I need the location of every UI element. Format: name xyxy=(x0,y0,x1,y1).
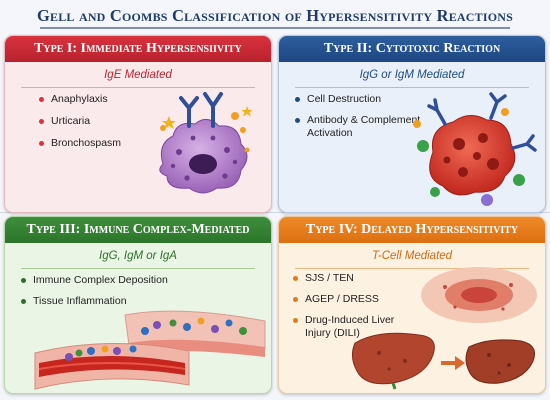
panel-type-1-heading: Type I: Immediate Hypersensiivity xyxy=(5,36,271,62)
list-item-label: Anaphylaxis xyxy=(51,93,108,105)
page-title: Gell and Coombs Classification of Hypers… xyxy=(36,6,514,25)
row-divider xyxy=(0,212,550,213)
list-item-label: Immune Complex Deposition xyxy=(33,274,168,286)
bullet-dot-icon xyxy=(295,97,300,102)
list-item: Bronchospasm xyxy=(39,137,121,150)
list-item-label: Cell Destruction xyxy=(307,93,382,105)
panel-type-1: Type I: Immediate Hypersensiivity IgE Me… xyxy=(4,35,272,213)
panel-type-1-subtitle: IgE Mediated xyxy=(104,69,172,81)
panel-type-2-heading: Type II: Cytotoxic Reaction xyxy=(279,36,545,62)
list-item-label: Urticaria xyxy=(51,115,91,127)
panel-type-4-heading: Type IV: Delayed Hypersensitivity xyxy=(279,217,545,243)
panel-type-1-subtitle-rule xyxy=(21,87,255,88)
panel-type-2-bullets: Cell Destruction Antibody & Complement A… xyxy=(295,93,435,148)
skin-rash-illustration-icon xyxy=(421,267,537,323)
title-underline xyxy=(40,27,510,29)
immune-complex-vessel-illustration-icon xyxy=(34,310,266,390)
list-item-label: AGEP / DRESS xyxy=(305,293,379,305)
list-item: Immune Complex Deposition xyxy=(21,274,168,287)
panel-type-1-bullets: Anaphylaxis Urticaria Bronchospasm xyxy=(39,93,121,159)
panel-type-2-subtitle-rule xyxy=(295,87,529,88)
panel-type-4-subtitle: T-Cell Mediated xyxy=(371,250,453,262)
list-item: Cell Destruction xyxy=(295,93,435,106)
list-item: Drug-Induced Liver Injury (DILI) xyxy=(293,314,413,340)
bullet-dot-icon xyxy=(293,297,298,302)
bullet-dot-icon xyxy=(39,97,44,102)
bullet-dot-icon xyxy=(39,119,44,124)
bullet-dot-icon xyxy=(21,299,26,304)
panel-type-3-bullets: Immune Complex Deposition Tissue Inflamm… xyxy=(21,274,168,316)
list-item-label: Antibody & Complement Activation xyxy=(307,114,421,139)
cytotoxic-cell-illustration-icon xyxy=(413,92,537,206)
list-item-label: Bronchospasm xyxy=(51,137,122,149)
bullet-dot-icon xyxy=(39,141,44,146)
panel-type-4: Type IV: Delayed Hypersensitivity T-Cell… xyxy=(278,216,546,394)
panel-type-2: Type II: Cytotoxic Reaction IgG or IgM M… xyxy=(278,35,546,213)
panel-type-2-subtitle: IgG or IgM Mediated xyxy=(359,69,465,81)
panel-type-4-bullets: SJS / TEN AGEP / DRESS Drug-Induced Live… xyxy=(293,272,413,348)
list-item-label: Tissue Inflammation xyxy=(33,295,127,307)
bullet-dot-icon xyxy=(21,278,26,283)
list-item: AGEP / DRESS xyxy=(293,293,413,306)
list-item: Urticaria xyxy=(39,115,121,128)
panel-type-4-subtitle-rule xyxy=(295,268,529,269)
list-item-label: Drug-Induced Liver Injury (DILI) xyxy=(305,314,395,339)
list-item-label: SJS / TEN xyxy=(305,272,354,284)
panel-type-3: Type III: Immune Complex-Mediated IgG, I… xyxy=(4,216,272,394)
bullet-dot-icon xyxy=(293,276,298,281)
list-item: Tissue Inflammation xyxy=(21,295,168,308)
bullet-dot-icon xyxy=(293,318,298,323)
panel-type-3-subtitle: IgG, IgM or IgA xyxy=(99,250,177,262)
panel-type-3-subtitle-rule xyxy=(21,268,255,269)
list-item: Antibody & Complement Activation xyxy=(295,114,435,140)
bullet-dot-icon xyxy=(295,118,300,123)
mast-cell-illustration-icon xyxy=(159,92,253,194)
liver-illustration-icon xyxy=(351,332,535,390)
list-item: Anaphylaxis xyxy=(39,93,121,106)
list-item: SJS / TEN xyxy=(293,272,413,285)
panel-type-3-heading: Type III: Immune Complex-Mediated xyxy=(5,217,271,243)
